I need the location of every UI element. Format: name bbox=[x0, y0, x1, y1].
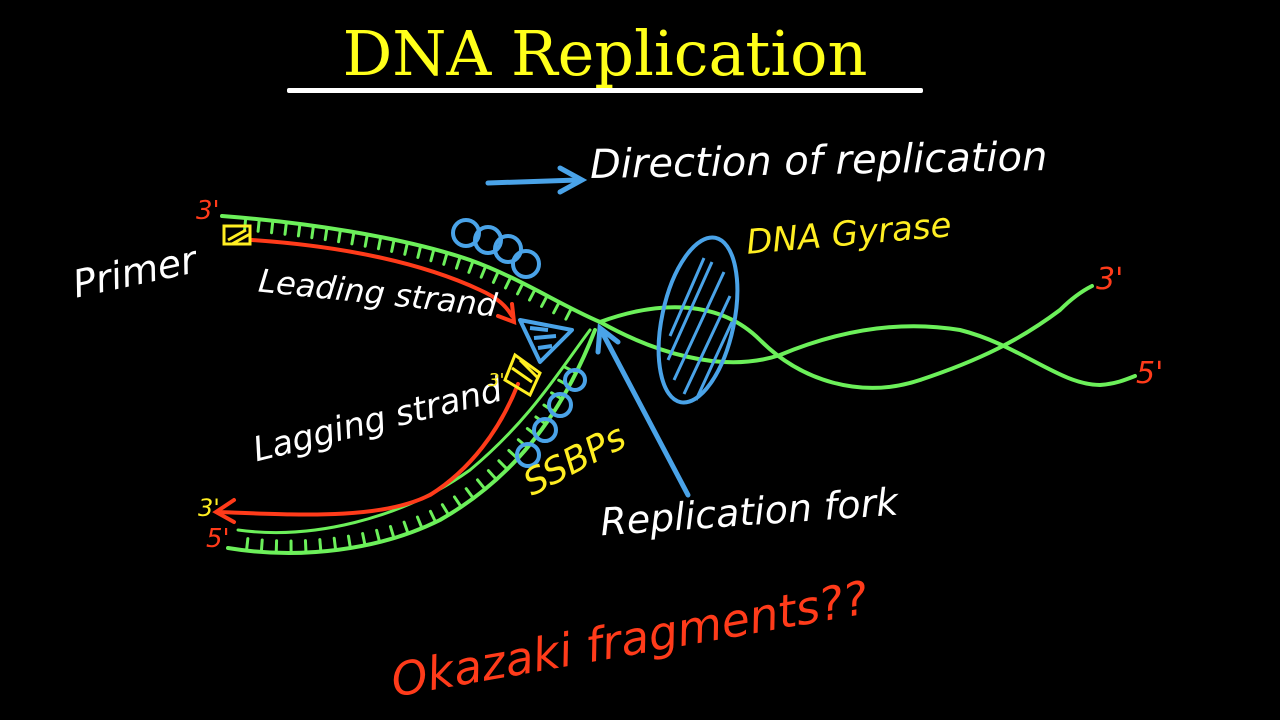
base-pair-hatch bbox=[503, 275, 513, 290]
base-pair-hatch bbox=[564, 306, 573, 321]
base-pair-hatch bbox=[415, 515, 424, 530]
base-pair-hatch bbox=[528, 287, 537, 302]
base-pair-hatch bbox=[296, 222, 302, 238]
bottom-parental-strand bbox=[226, 328, 597, 555]
ssbp-top-circles bbox=[451, 218, 541, 279]
end-label-primer-3: 3' bbox=[488, 370, 505, 391]
base-pair-hatch bbox=[350, 230, 356, 246]
lagging-strand-arrow bbox=[212, 382, 520, 524]
base-pair-hatch bbox=[516, 281, 525, 296]
dna-gyrase-shape bbox=[656, 235, 740, 405]
primer-lagging bbox=[503, 352, 542, 398]
base-pair-hatch bbox=[388, 525, 396, 540]
replication-fork-arrow bbox=[595, 323, 691, 498]
base-pair-hatch bbox=[440, 503, 451, 517]
title-underline bbox=[287, 88, 923, 93]
base-pair-hatch bbox=[245, 537, 250, 553]
base-pair-hatch bbox=[467, 259, 475, 274]
base-pair-hatch bbox=[256, 217, 261, 233]
direction-label: Direction of replication bbox=[589, 134, 1048, 188]
base-pair-hatch bbox=[402, 520, 410, 535]
base-pair-hatch bbox=[454, 255, 462, 270]
ssbp-bottom-circles bbox=[515, 368, 587, 468]
base-pair-hatch bbox=[310, 224, 315, 240]
end-label-bottom-left-5: 5' bbox=[206, 524, 230, 554]
end-label-bottom-left-3: 3' bbox=[198, 494, 220, 522]
base-pair-hatch bbox=[552, 300, 561, 315]
leading-strand-arrow bbox=[250, 238, 517, 326]
top-strand-hatches bbox=[243, 216, 573, 321]
bottom-strand-hatches bbox=[245, 365, 578, 555]
primer-top bbox=[222, 224, 252, 246]
base-pair-hatch bbox=[491, 269, 500, 284]
base-pair-hatch bbox=[476, 478, 487, 491]
base-pair-hatch bbox=[337, 228, 342, 244]
base-pair-hatch bbox=[323, 226, 329, 242]
base-pair-hatch bbox=[429, 247, 436, 263]
base-pair-hatch bbox=[428, 509, 438, 524]
base-pair-hatch bbox=[390, 238, 396, 253]
base-pair-hatch bbox=[479, 264, 488, 279]
base-pair-hatch bbox=[486, 469, 498, 482]
base-pair-hatch bbox=[376, 235, 383, 251]
right-strand-a bbox=[598, 284, 1094, 390]
base-pair-hatch bbox=[403, 241, 409, 256]
inner-template-strand bbox=[236, 328, 592, 534]
base-pair-hatch bbox=[464, 487, 475, 500]
base-pair-hatch bbox=[540, 294, 549, 308]
base-pair-hatch bbox=[346, 534, 352, 550]
base-pair-hatch bbox=[416, 244, 423, 259]
right-strand-b bbox=[598, 320, 1137, 388]
base-pair-hatch bbox=[270, 219, 275, 235]
base-pair-hatch bbox=[375, 528, 382, 544]
end-label-top-left-3: 3' bbox=[196, 196, 220, 226]
helicase-icon bbox=[518, 318, 574, 364]
base-pair-hatch bbox=[363, 232, 369, 248]
base-pair-hatch bbox=[318, 538, 323, 554]
page-title: DNA Replication bbox=[342, 17, 868, 90]
base-pair-hatch bbox=[303, 539, 308, 555]
base-pair-hatch bbox=[497, 459, 509, 471]
base-pair-hatch bbox=[361, 532, 367, 547]
end-label-right-5: 5' bbox=[1136, 356, 1164, 391]
base-pair-hatch bbox=[332, 536, 338, 552]
direction-arrow bbox=[485, 165, 588, 195]
base-pair-hatch bbox=[259, 538, 264, 554]
base-pair-hatch bbox=[243, 216, 248, 232]
end-label-right-3: 3' bbox=[1096, 262, 1124, 297]
base-pair-hatch bbox=[283, 220, 288, 236]
base-pair-hatch bbox=[452, 495, 463, 509]
base-pair-hatch bbox=[442, 251, 449, 266]
